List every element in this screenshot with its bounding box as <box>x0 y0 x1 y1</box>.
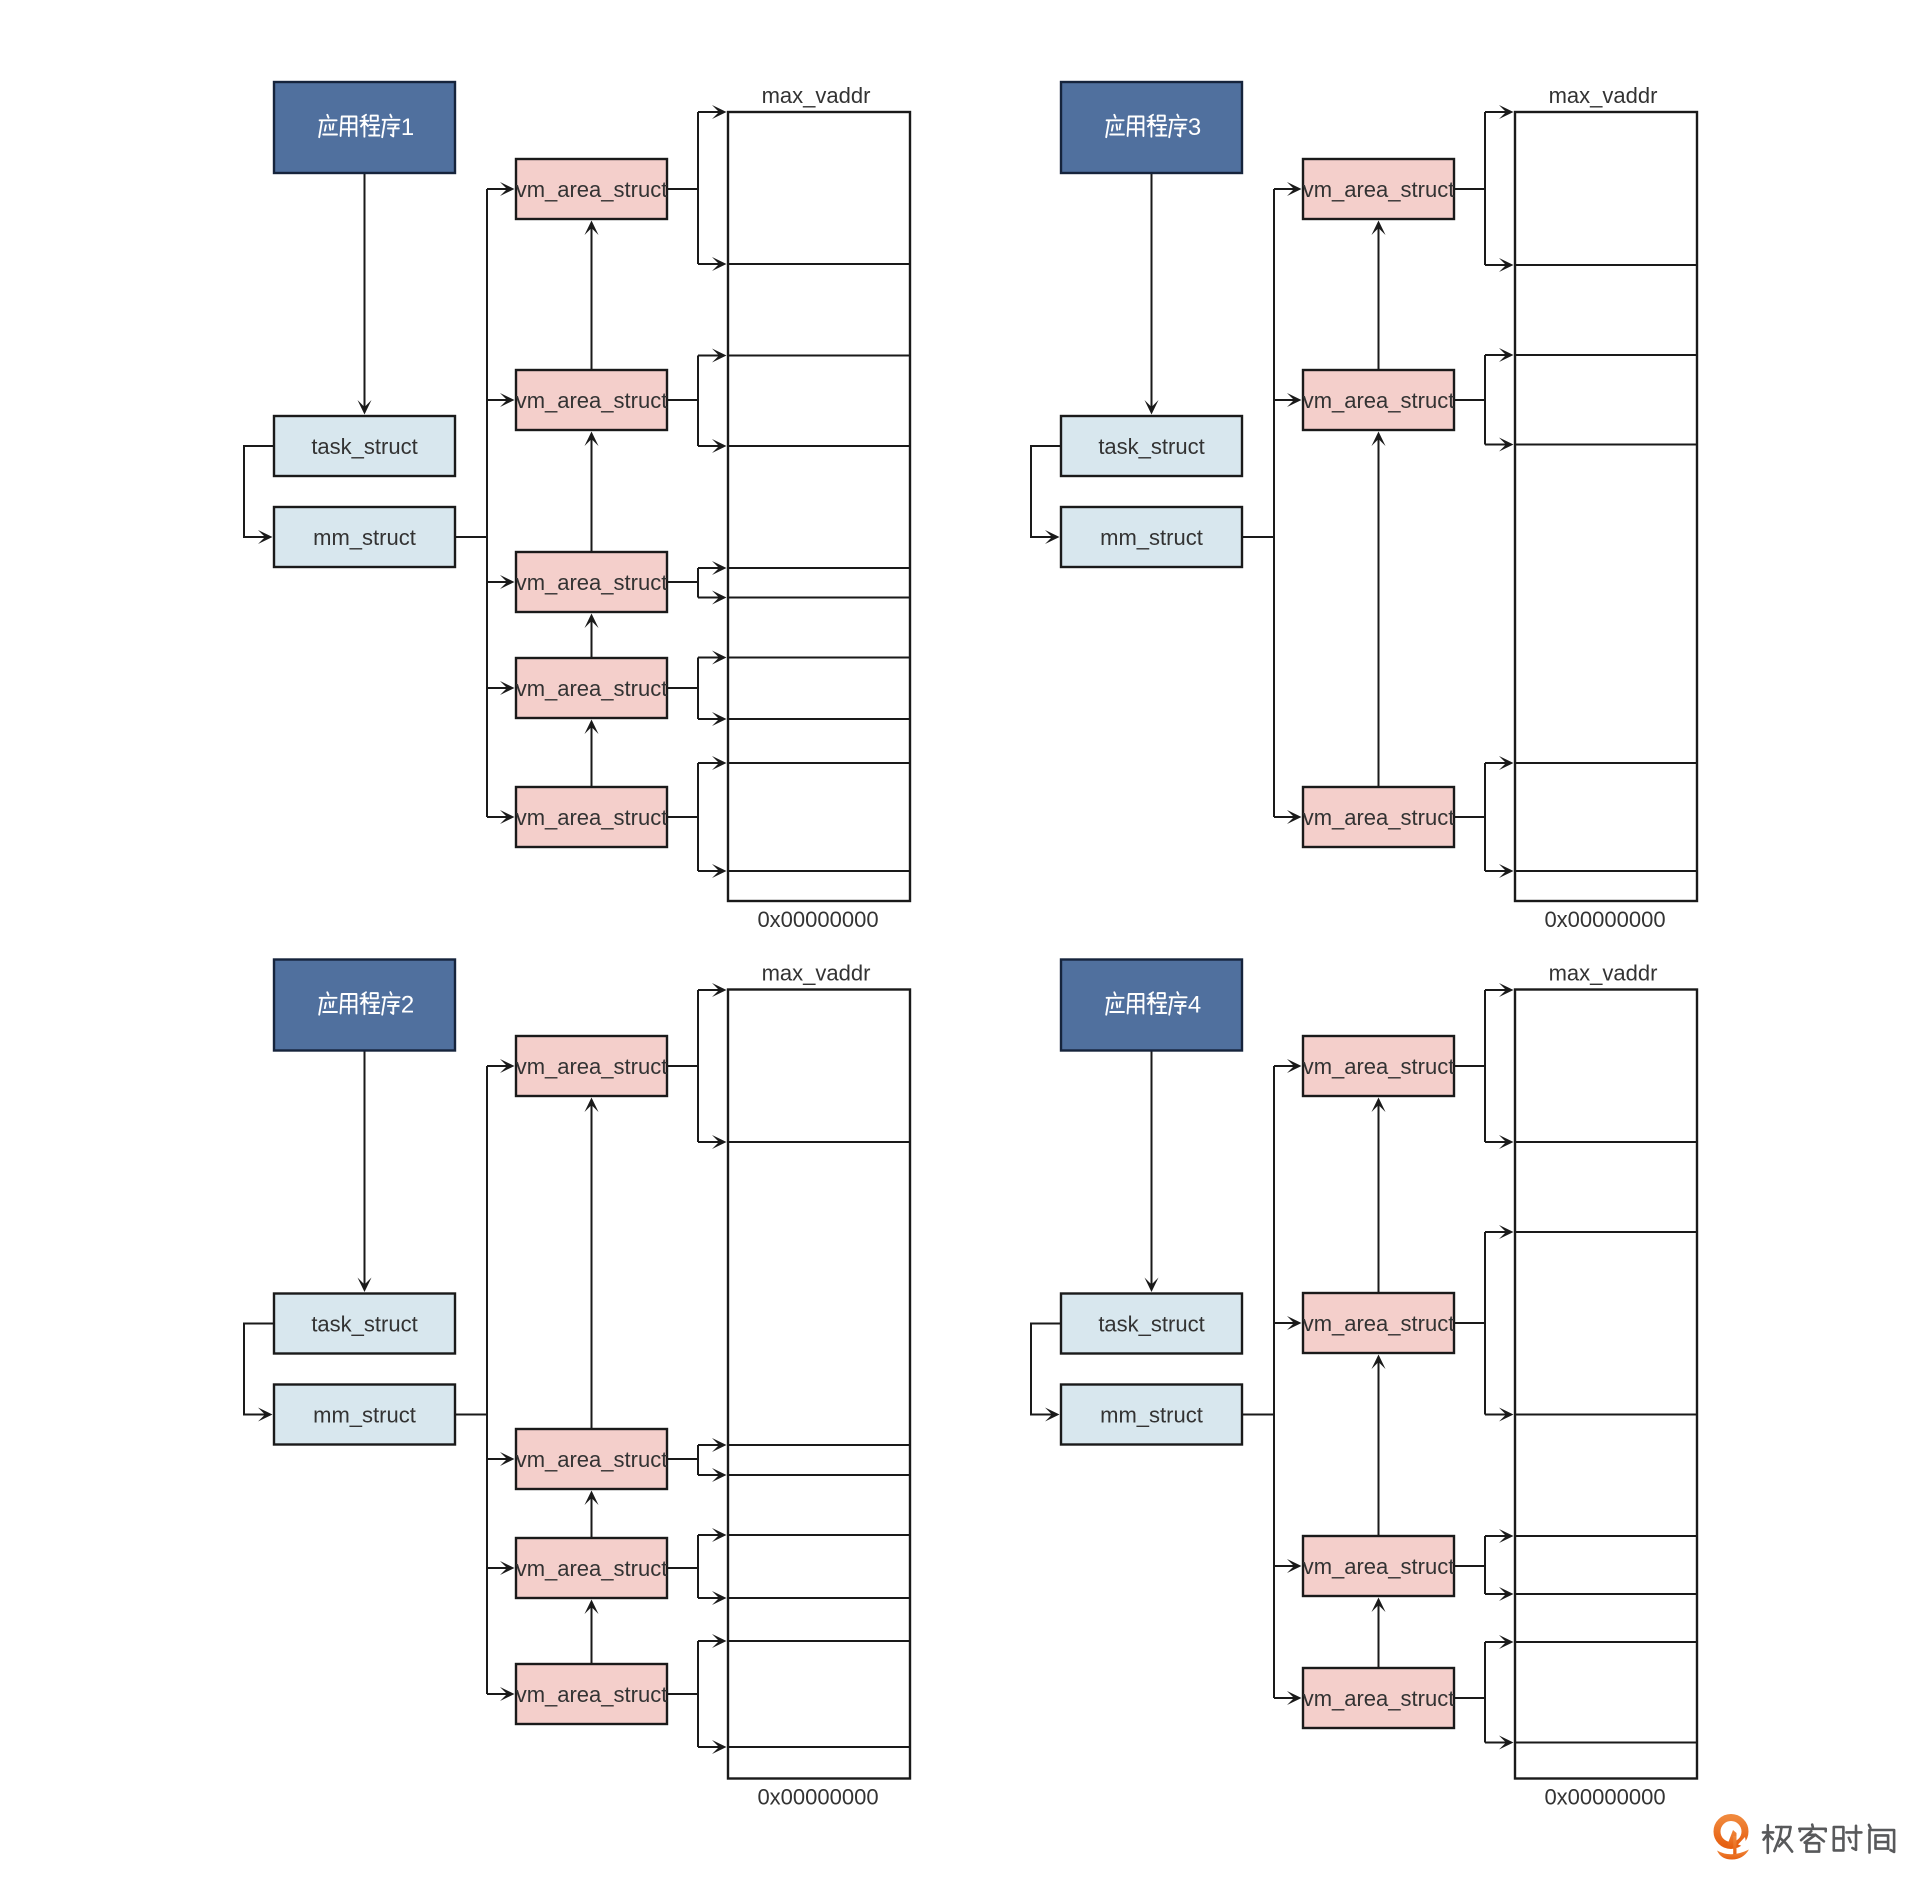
svg-text:0x00000000: 0x00000000 <box>1544 907 1665 932</box>
svg-text:vm_area_struct: vm_area_struct <box>1303 1054 1455 1079</box>
svg-text:vm_area_struct: vm_area_struct <box>516 570 668 595</box>
svg-text:2: 2 <box>401 991 414 1018</box>
svg-text:vm_area_struct: vm_area_struct <box>516 1682 668 1707</box>
svg-text:max_vaddr: max_vaddr <box>1549 961 1658 986</box>
svg-text:task_struct: task_struct <box>1098 1312 1204 1337</box>
svg-text:max_vaddr: max_vaddr <box>1549 83 1658 108</box>
svg-text:task_struct: task_struct <box>311 1312 417 1337</box>
svg-text:vm_area_struct: vm_area_struct <box>516 1054 668 1079</box>
svg-text:mm_struct: mm_struct <box>313 525 416 550</box>
svg-text:vm_area_struct: vm_area_struct <box>516 1447 668 1472</box>
svg-text:vm_area_struct: vm_area_struct <box>1303 1686 1455 1711</box>
svg-text:1: 1 <box>401 114 414 141</box>
svg-text:mm_struct: mm_struct <box>1100 525 1203 550</box>
svg-text:4: 4 <box>1188 991 1201 1018</box>
svg-text:vm_area_struct: vm_area_struct <box>516 177 668 202</box>
svg-text:task_struct: task_struct <box>311 434 417 459</box>
svg-text:vm_area_struct: vm_area_struct <box>516 1556 668 1581</box>
svg-text:vm_area_struct: vm_area_struct <box>1303 805 1455 830</box>
svg-text:3: 3 <box>1188 114 1201 141</box>
svg-text:vm_area_struct: vm_area_struct <box>1303 1311 1455 1336</box>
svg-text:vm_area_struct: vm_area_struct <box>1303 177 1455 202</box>
svg-text:vm_area_struct: vm_area_struct <box>516 388 668 413</box>
svg-text:0x00000000: 0x00000000 <box>1544 1785 1665 1810</box>
svg-text:0x00000000: 0x00000000 <box>757 907 878 932</box>
svg-text:vm_area_struct: vm_area_struct <box>516 676 668 701</box>
svg-text:vm_area_struct: vm_area_struct <box>1303 1554 1455 1579</box>
svg-text:vm_area_struct: vm_area_struct <box>1303 388 1455 413</box>
svg-text:max_vaddr: max_vaddr <box>762 83 871 108</box>
svg-text:vm_area_struct: vm_area_struct <box>516 805 668 830</box>
svg-text:task_struct: task_struct <box>1098 434 1204 459</box>
svg-text:0x00000000: 0x00000000 <box>757 1785 878 1810</box>
svg-text:max_vaddr: max_vaddr <box>762 961 871 986</box>
svg-text:mm_struct: mm_struct <box>1100 1403 1203 1428</box>
svg-text:mm_struct: mm_struct <box>313 1403 416 1428</box>
